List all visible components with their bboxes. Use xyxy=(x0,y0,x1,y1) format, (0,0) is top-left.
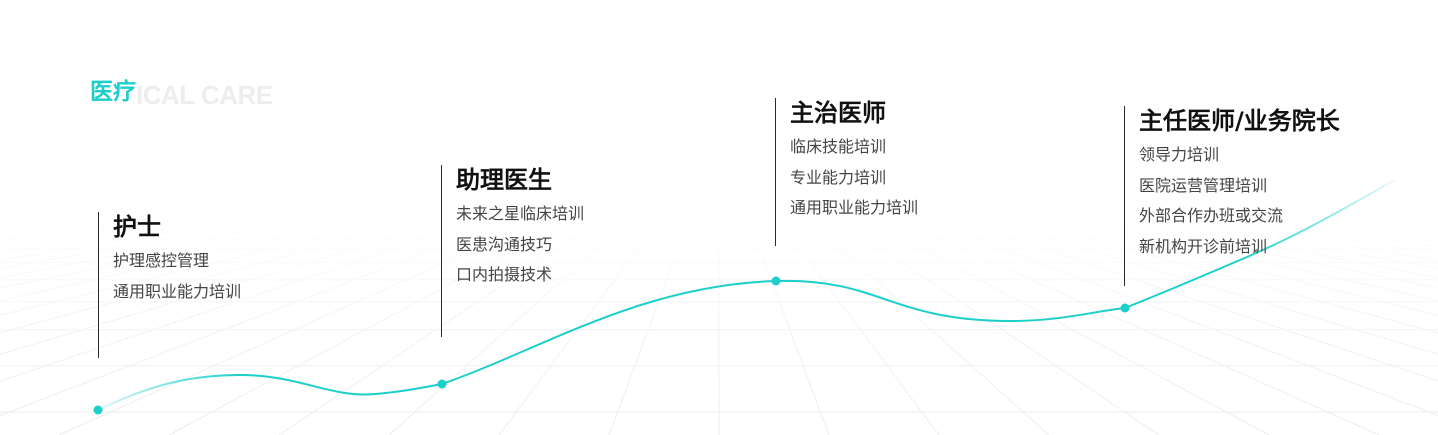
stage-chief-physician-director: 主任医师/业务院长 领导力培训 医院运营管理培训 外部合作办班或交流 新机构开诊… xyxy=(1124,106,1340,286)
milestone-dot-director xyxy=(1120,303,1130,313)
stage-assistant-doctor: 助理医生 未来之星临床培训 医患沟通技巧 口内拍摄技术 xyxy=(441,165,584,337)
training-item: 医患沟通技巧 xyxy=(456,234,553,254)
training-item: 通用职业能力培训 xyxy=(790,198,919,217)
training-item: 外部合作办班或交流 xyxy=(1139,206,1284,225)
stage-title: 护士 xyxy=(113,213,161,241)
milestone-dot-attending xyxy=(771,276,781,286)
brand-title: 医疗 xyxy=(90,79,136,105)
stage-title: 助理医生 xyxy=(456,166,552,194)
training-item: 护理感控管理 xyxy=(113,251,210,270)
training-item: 通用职业能力培训 xyxy=(113,281,242,301)
training-item: 临床技能培训 xyxy=(790,137,887,156)
training-item: 医院运营管理培训 xyxy=(1139,175,1268,195)
training-item: 新机构开诊前培训 xyxy=(1139,236,1268,256)
brand-ghost-text: ICAL CARE xyxy=(136,80,273,110)
training-item: 专业能力培训 xyxy=(790,167,887,187)
curve-segment-end xyxy=(1239,179,1396,261)
training-item: 领导力培训 xyxy=(1139,145,1220,164)
milestone-dot-nurse xyxy=(93,405,103,415)
stage-attending-physician: 主治医师 临床技能培训 专业能力培训 通用职业能力培训 xyxy=(775,98,918,246)
curve-segment-start xyxy=(97,374,241,411)
training-item: 口内拍摄技术 xyxy=(456,265,553,284)
stage-nurse: 护士 护理感控管理 通用职业能力培训 xyxy=(98,212,241,358)
stage-title: 主任医师/业务院长 xyxy=(1139,107,1340,135)
stage-title: 主治医师 xyxy=(790,99,886,127)
training-item: 未来之星临床培训 xyxy=(456,204,585,223)
milestone-dot-assistant xyxy=(437,379,447,389)
curve-segment-main xyxy=(239,259,1241,396)
